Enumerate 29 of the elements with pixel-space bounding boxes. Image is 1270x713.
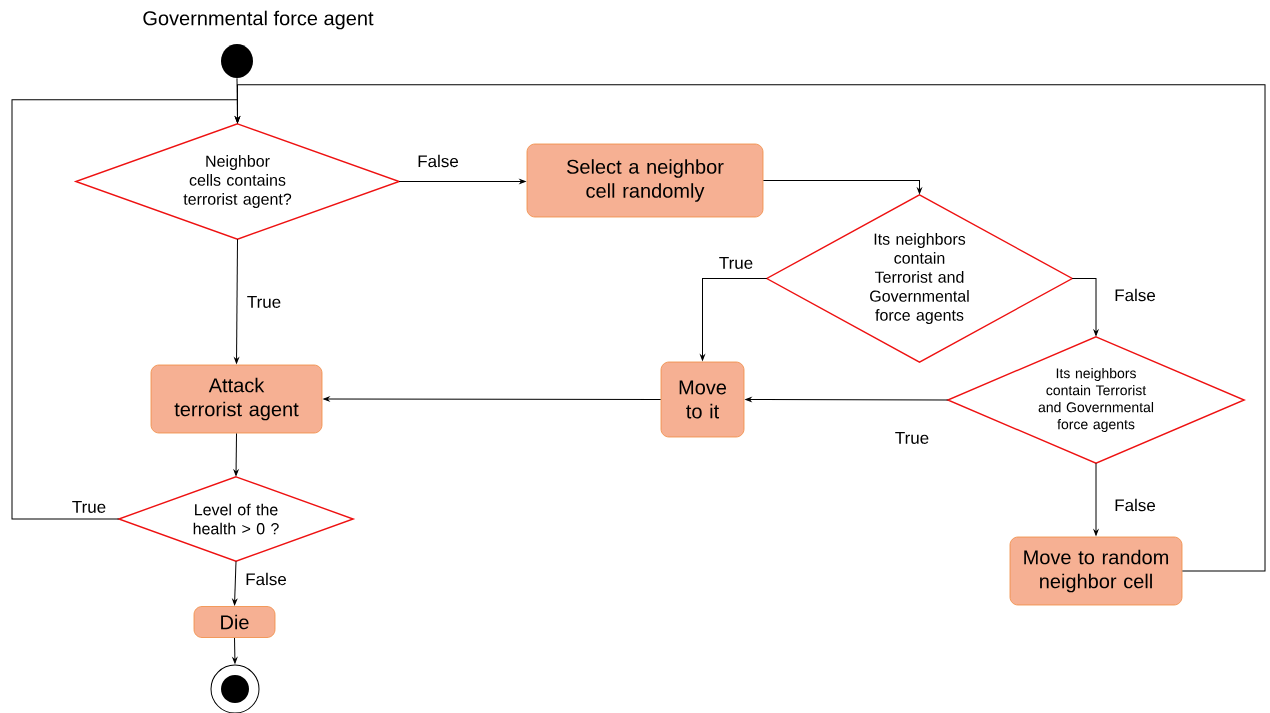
edge-label: False [244,571,288,587]
arrow [234,238,239,364]
process-box: Select a neighbor cell randomly [526,143,764,218]
arrow [232,560,238,606]
arrow [233,432,239,476]
arrow [11,99,240,520]
process-box: Move to it [660,361,745,438]
process-box: Move to random neighbor cell [1009,536,1183,606]
arrow [232,637,238,664]
arrow [700,278,768,361]
title: Governmental force agent [143,10,374,30]
arrow [235,84,1266,572]
edge-label: False [416,153,460,169]
start-node [221,44,253,78]
edge-label: False [1113,287,1157,303]
process-box: Die [193,606,276,638]
edge-label: True [245,295,283,309]
arrow [398,179,526,184]
arrow [1071,278,1099,336]
edge-label: True [893,431,931,445]
process-box: Attack terrorist agent [150,364,323,434]
arrow [323,396,662,402]
edge-label: True [70,500,108,514]
edge-label: False [1113,497,1157,513]
end-node [210,664,260,713]
arrow [762,180,922,194]
arrow [745,397,949,402]
edge-label: True [717,256,755,270]
arrow [1093,462,1099,536]
